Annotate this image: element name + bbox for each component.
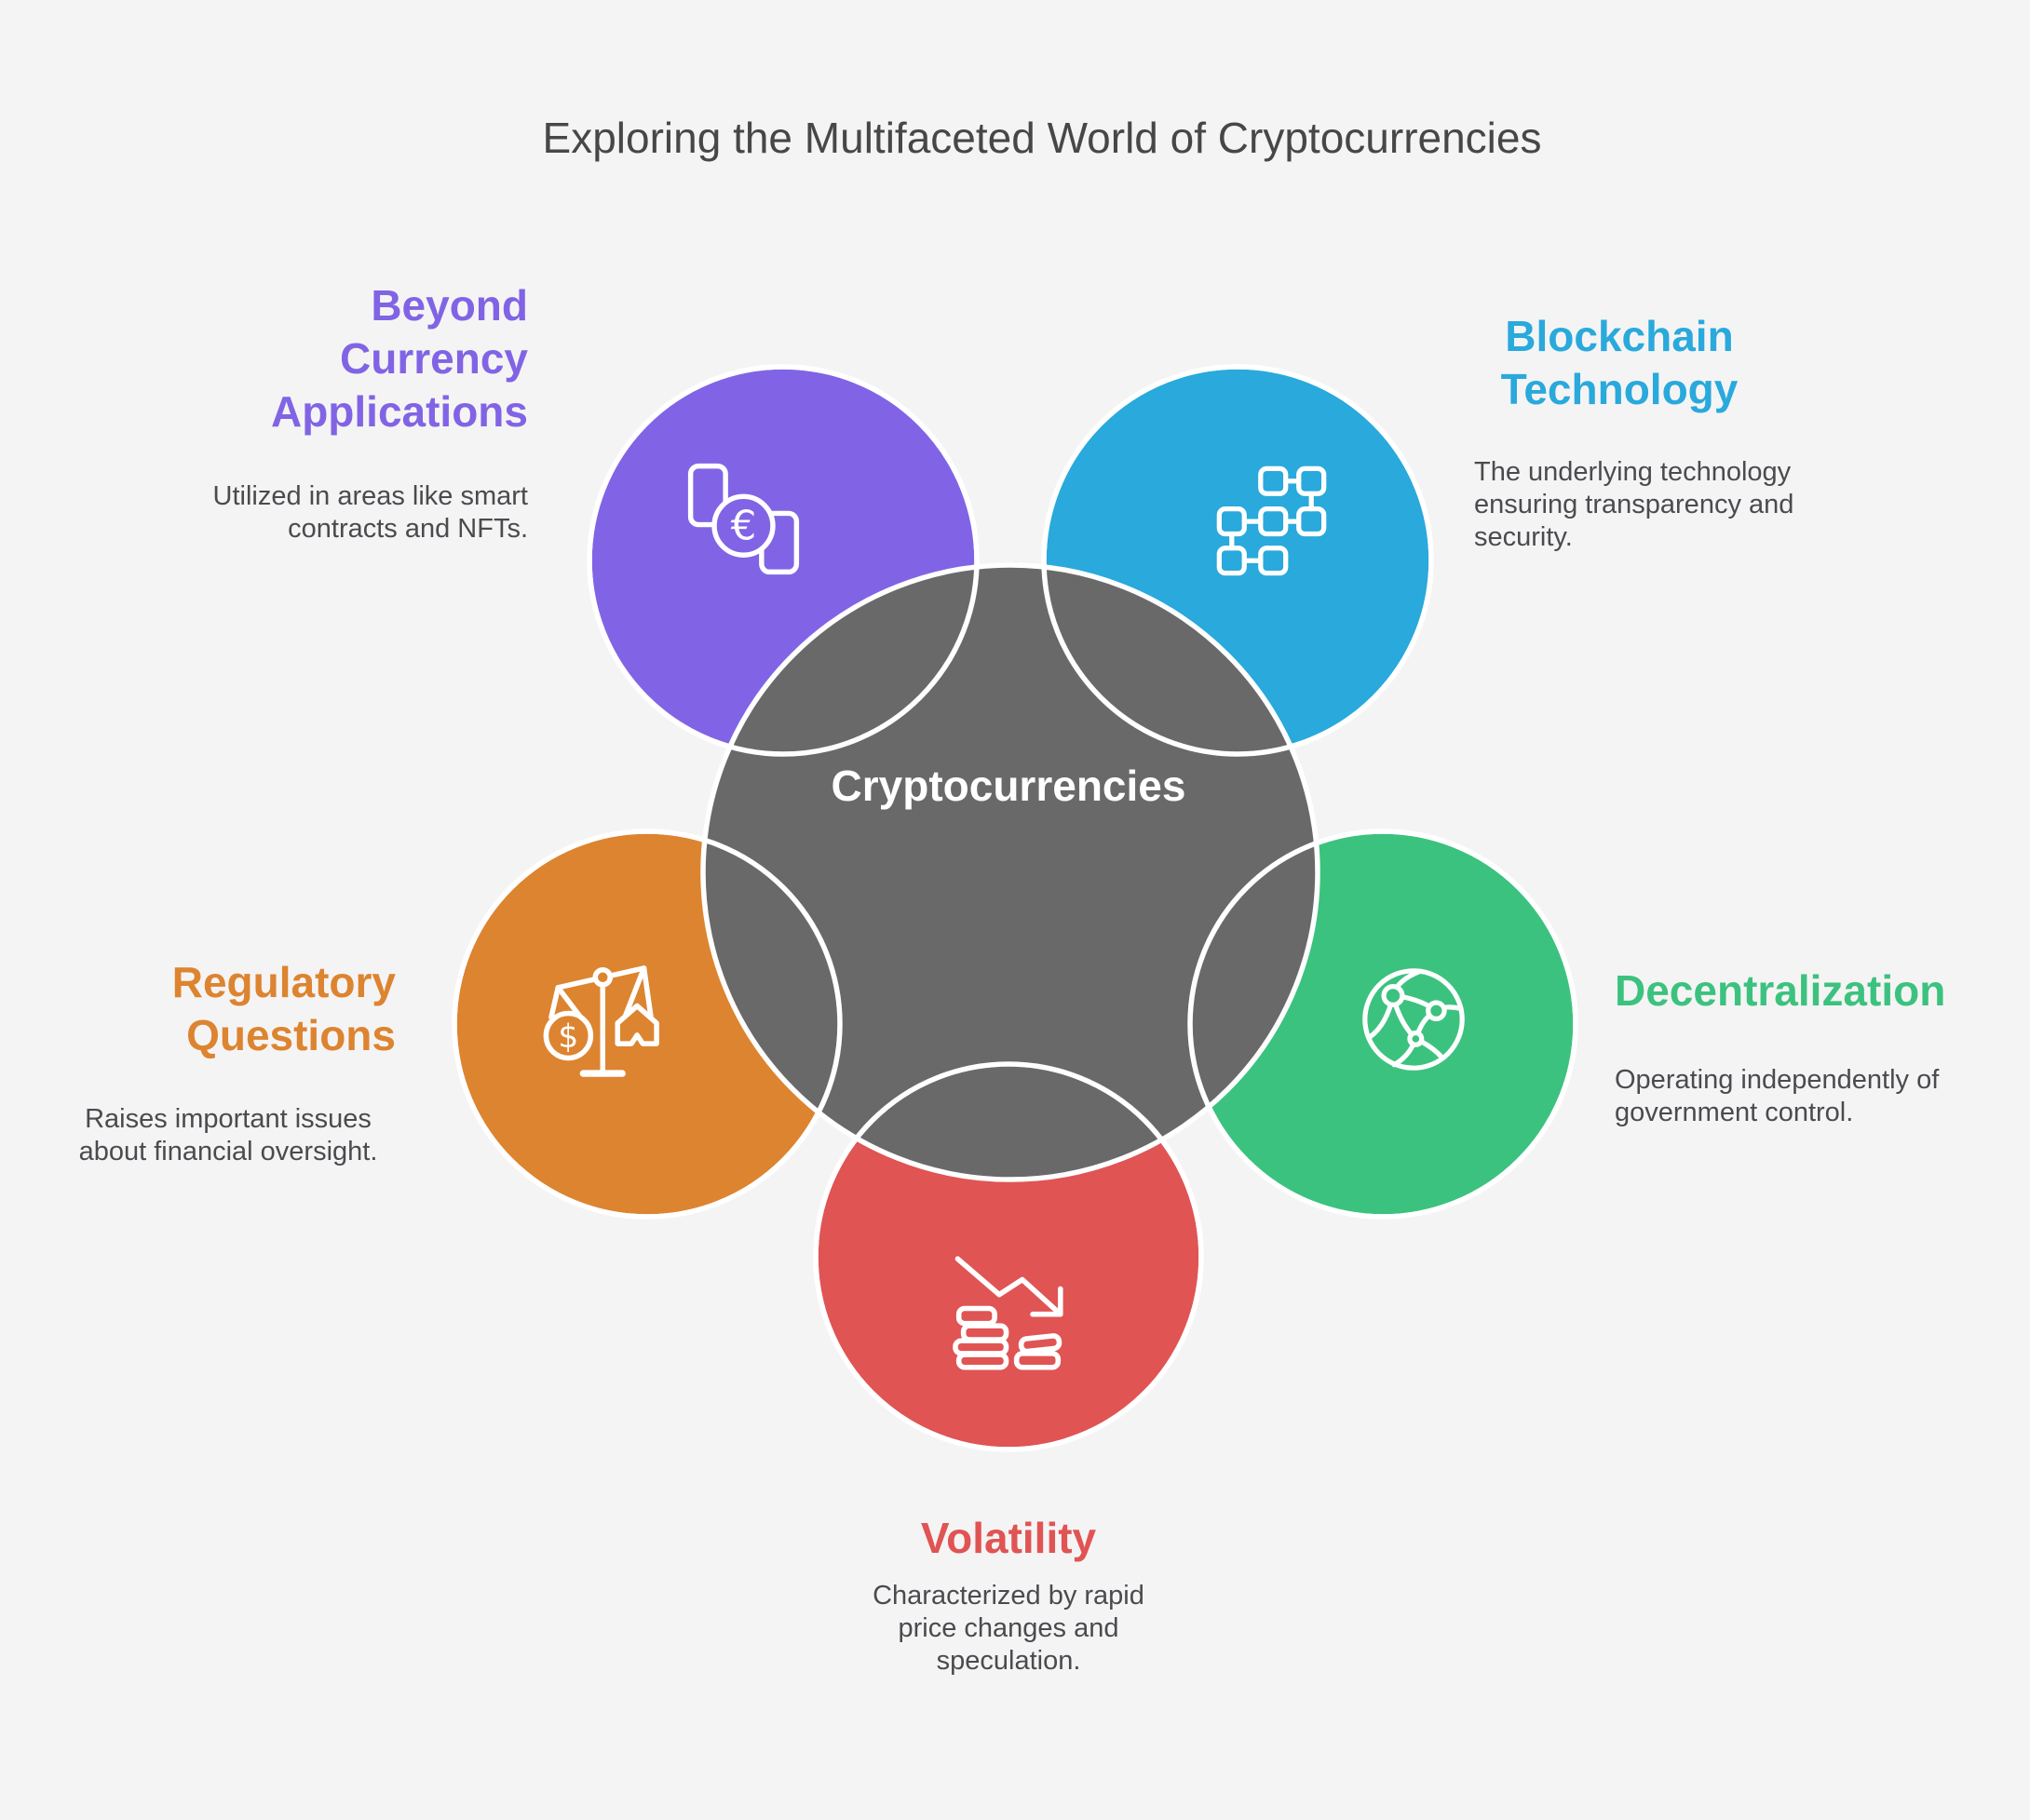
circle-orange-outline [452,829,843,1220]
section-volatility: Volatility Characterized by rapid price … [822,1512,1195,1678]
description-line: price changes and [898,1613,1119,1643]
network-node [1381,984,1405,1007]
section-heading: Blockchain Technology [1474,310,1765,416]
heading-line: Beyond [371,281,528,330]
section-description: Characterized by rapid price changes and… [822,1580,1195,1678]
section-heading: Volatility [822,1512,1195,1565]
description-line: security. [1474,522,1573,552]
circle-green-outline [1187,829,1578,1220]
heading-line: Applications [270,387,528,436]
section-blockchain-technology: Blockchain Technology The underlying tec… [1474,310,1794,554]
section-regulatory-questions: Regulatory Questions Raises important is… [61,956,396,1168]
down-arrow [954,1256,1063,1317]
description-line: Characterized by rapid [873,1581,1144,1611]
section-heading: Decentralization [1615,964,1969,1018]
description-line: about financial oversight. [78,1137,378,1166]
heading-line: Currency [340,334,528,383]
section-description: Raises important issues about financial … [61,1103,396,1168]
description-line: Raises important issues [85,1104,372,1134]
circle-red-outline [813,1061,1204,1452]
description-line: contracts and NFTs. [288,514,528,544]
network-node [1426,1000,1447,1022]
network-node [1407,1030,1425,1047]
currency-exchange-icon: € [687,463,800,575]
house-shape [615,1003,659,1046]
description-line: The underlying technology [1474,457,1792,487]
scale-pivot [592,966,614,988]
description-line: Operating independently of [1615,1065,1940,1095]
page-title: Exploring the Multifaceted World of Cryp… [542,114,1542,162]
circle-purple-outline [587,364,980,757]
section-description: The underlying technology ensuring trans… [1474,456,1794,554]
section-description: Operating independently of government co… [1615,1064,1969,1129]
dollar-coin [543,1010,594,1061]
heading-line: Questions [186,1011,396,1059]
section-heading: Regulatory Questions [61,956,396,1062]
circle-blue-outline [1041,364,1434,757]
euro-glyph: € [731,503,757,549]
section-description: Utilized in areas like smart contracts a… [174,480,528,546]
heading-line: Decentralization [1615,966,1946,1015]
down-arrow-head [1030,1286,1063,1317]
blockchain-nodes-icon [1216,465,1327,576]
center-circle [700,562,1320,1182]
description-line: Utilized in areas like smart [212,481,528,511]
dollar-glyph: $ [558,1018,578,1056]
description-line: ensuring transparency and [1474,490,1794,519]
description-line: speculation. [936,1646,1081,1676]
globe-network-icon [1362,968,1465,1071]
center-circle-label: Cryptocurrencies [831,762,1186,810]
heading-line: Blockchain [1505,312,1734,360]
heading-line: Technology [1500,365,1739,413]
section-heading: Beyond Currency Applications [174,279,528,438]
section-decentralization: Decentralization Operating independently… [1615,964,1969,1129]
declining-coins-icon [953,1256,1063,1370]
heading-line: Volatility [920,1514,1097,1562]
heading-line: Regulatory [171,958,396,1006]
description-line: government control. [1615,1098,1854,1127]
section-beyond-currency-applications: Beyond Currency Applications Utilized in… [174,279,528,546]
balance-scale-icon: $ [543,965,659,1077]
